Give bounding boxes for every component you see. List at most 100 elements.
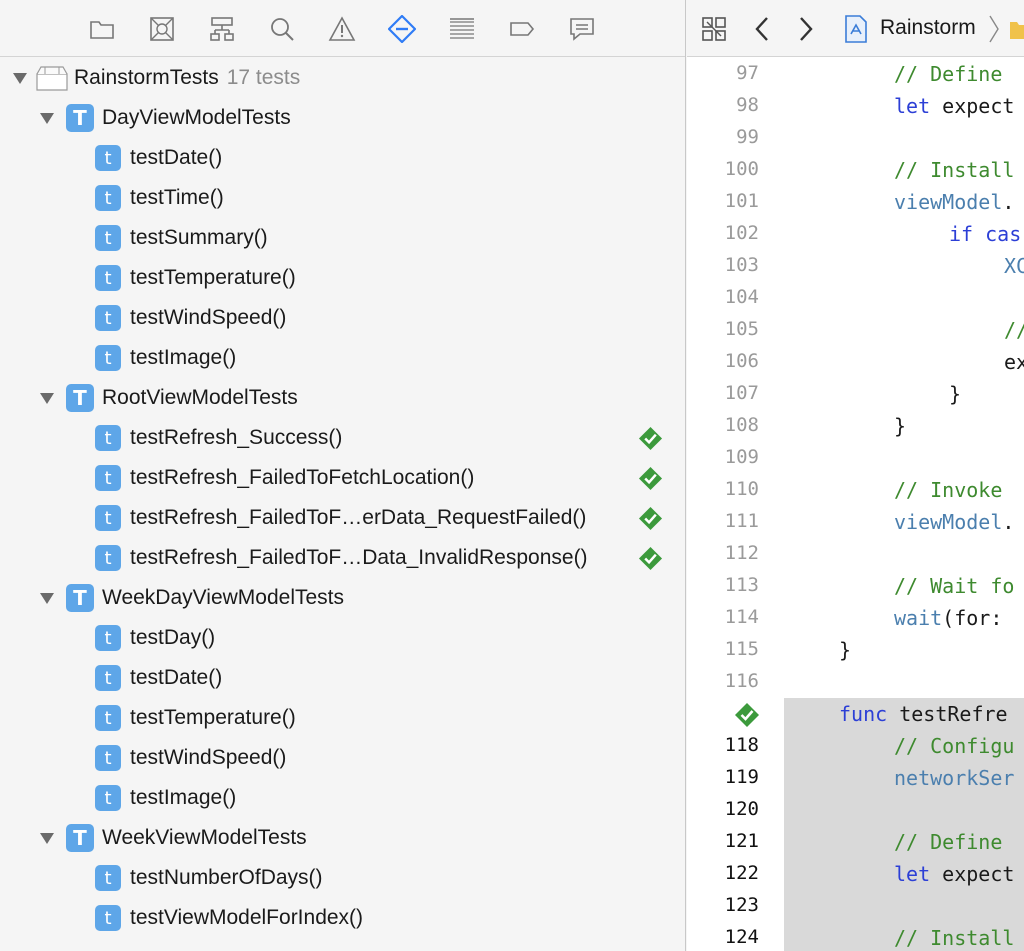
test-method-label: testRefresh_FailedToFetchLocation() — [130, 466, 475, 489]
warning-icon[interactable] — [327, 14, 357, 44]
code-token: let — [894, 94, 931, 118]
forward-icon[interactable] — [791, 14, 821, 44]
report-icon[interactable] — [567, 14, 597, 44]
test-method-icon: t — [95, 425, 121, 451]
disclosure-triangle-icon[interactable] — [39, 590, 55, 606]
test-method-label: testDay() — [130, 626, 216, 649]
search-icon[interactable] — [267, 14, 297, 44]
line-number: 106 — [724, 350, 759, 372]
code-token: func — [839, 702, 888, 726]
test-method-label: testTime() — [130, 186, 224, 209]
test-passed-icon[interactable] — [638, 546, 663, 571]
test-passed-icon[interactable] — [734, 702, 760, 728]
test-navigator-icon[interactable] — [387, 14, 417, 44]
jumpbar-project-crumb[interactable]: Rainstorm — [880, 16, 976, 39]
test-passed-icon[interactable] — [638, 506, 663, 531]
code-token: viewModel — [894, 190, 1003, 214]
line-number: 114 — [724, 606, 759, 628]
folder-icon[interactable] — [87, 14, 117, 44]
line-number: 99 — [736, 126, 759, 148]
code-line: let expect — [894, 862, 1014, 886]
line-number: 113 — [724, 574, 759, 596]
test-method-icon: t — [95, 905, 121, 931]
test-passed-icon[interactable] — [638, 426, 663, 451]
test-passed-icon[interactable] — [638, 466, 663, 491]
test-method-label: testImage() — [130, 346, 237, 369]
test-class-label: WeekViewModelTests — [102, 826, 307, 849]
code-token: let — [894, 862, 931, 886]
code-line: } — [839, 638, 851, 662]
line-number: 120 — [724, 798, 759, 820]
disclosure-triangle-icon[interactable] — [39, 830, 55, 846]
related-items-icon[interactable] — [699, 14, 729, 44]
test-method-row[interactable]: t testRefresh_FailedToF…Data_InvalidRespo… — [0, 538, 685, 578]
test-method-label: testViewModelForIndex() — [130, 906, 364, 929]
line-number: 102 — [724, 222, 759, 244]
code-line: // Define — [894, 830, 1002, 854]
line-number: 108 — [724, 414, 759, 436]
test-method-icon: t — [95, 665, 121, 691]
test-method-label: testDate() — [130, 666, 223, 689]
line-number: 107 — [724, 382, 759, 404]
code-token: // Define — [894, 62, 1003, 86]
test-method-row[interactable]: t testViewModelForIndex() — [0, 898, 685, 938]
test-method-label: testSummary() — [130, 226, 268, 249]
test-method-label: testRefresh_FailedToF…Data_InvalidRespon… — [130, 546, 588, 569]
disclosure-triangle-icon[interactable] — [39, 110, 55, 126]
debug-icon[interactable] — [447, 14, 477, 44]
current-function-highlight — [784, 698, 1024, 951]
test-method-label: testWindSpeed() — [130, 746, 287, 769]
test-class-label: DayViewModelTests — [102, 106, 291, 129]
breakpoint-icon[interactable] — [507, 14, 537, 44]
disclosure-triangle-icon[interactable] — [12, 70, 28, 86]
source-control-icon[interactable] — [147, 14, 177, 44]
line-number: 100 — [724, 158, 759, 180]
line-number: 111 — [724, 510, 759, 532]
test-method-icon: t — [95, 505, 121, 531]
test-method-row[interactable]: t testDate() — [0, 658, 685, 698]
code-line: // Invoke — [894, 478, 1002, 502]
test-method-icon: t — [95, 745, 121, 771]
line-number: 122 — [724, 862, 759, 884]
line-number: 123 — [724, 894, 759, 916]
folder-icon[interactable] — [1009, 14, 1024, 44]
disclosure-triangle-icon[interactable] — [39, 390, 55, 406]
test-method-row[interactable]: t testWindSpeed() — [0, 738, 685, 778]
code-token: // Invoke — [894, 478, 1003, 502]
line-number: 110 — [724, 478, 759, 500]
code-token: wait — [894, 606, 943, 630]
test-method-icon: t — [95, 465, 121, 491]
code-token: // Define — [894, 830, 1003, 854]
code-token: if cas — [949, 222, 1022, 246]
code-line: if cas — [949, 222, 1021, 246]
hierarchy-icon[interactable] — [207, 14, 237, 44]
test-method-row[interactable]: t testRefresh_FailedToFetchLocation() — [0, 458, 685, 498]
back-icon[interactable] — [747, 14, 777, 44]
test-method-icon: t — [95, 785, 121, 811]
jump-bar: Rainstorm — [687, 0, 1024, 57]
code-line: // Configu — [894, 734, 1014, 758]
project-icon[interactable] — [842, 14, 870, 44]
code-token: networkSer — [894, 766, 1015, 790]
code-token: ex — [1004, 350, 1024, 374]
code-line: ex — [1004, 350, 1024, 374]
test-method-icon: t — [95, 545, 121, 571]
